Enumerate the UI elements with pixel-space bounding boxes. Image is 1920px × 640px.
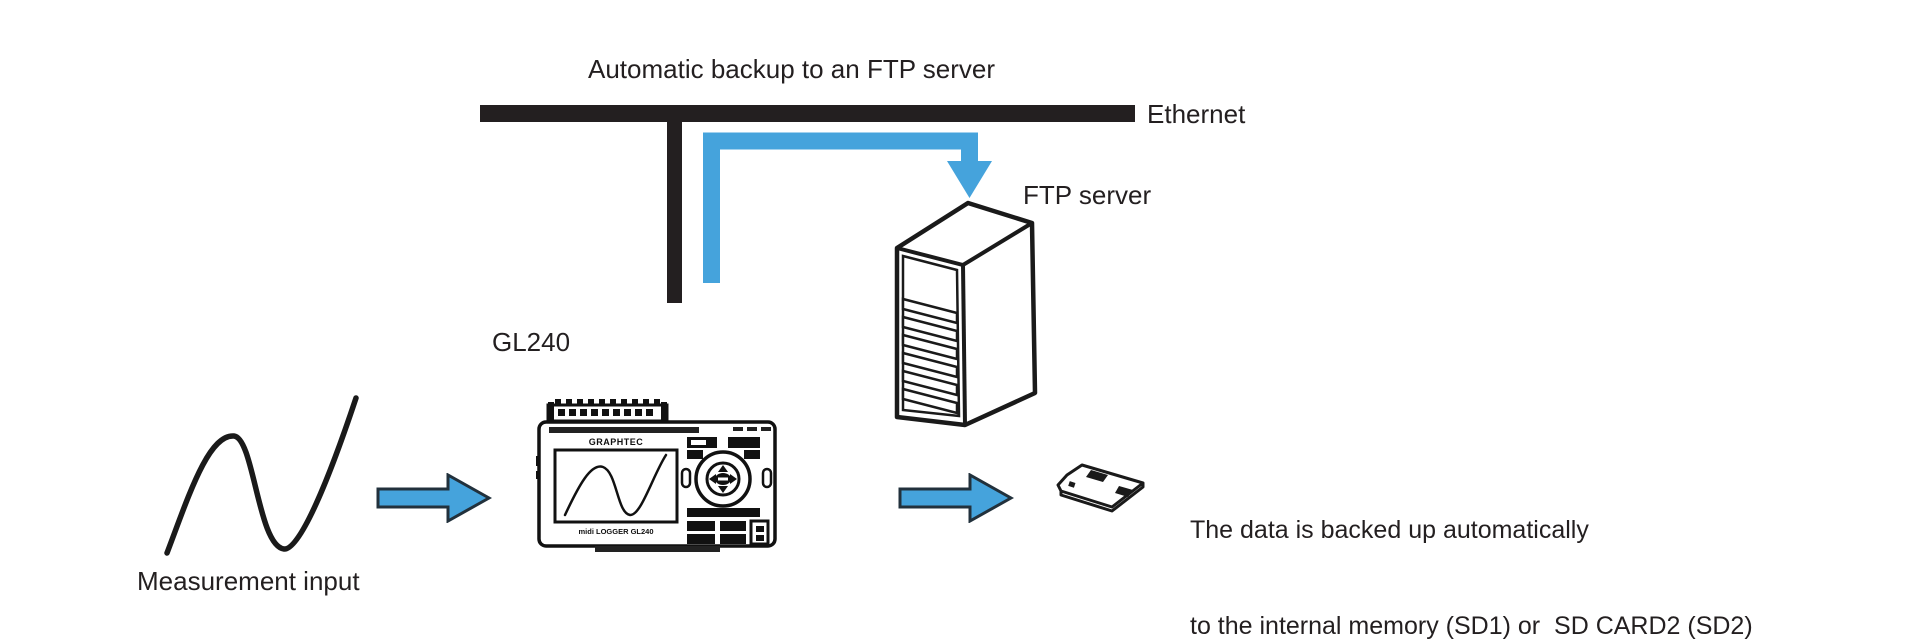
gl240-device-icon: GRAPHTEC midi LOGGER GL240: [535, 393, 779, 558]
terminal-end-left: [548, 402, 554, 422]
arrow-right-icon: [376, 473, 492, 523]
device-terminal-screws: [558, 409, 653, 416]
ftp-server-icon: [880, 196, 1045, 436]
device-side-tab-1: [536, 456, 540, 466]
flow-arrow-device-to-storage: [898, 473, 1014, 523]
backup-elbow-arrow-svg: [703, 132, 992, 283]
measurement-waveform-svg: [164, 395, 359, 556]
arrow-right-icon-2: [898, 473, 1014, 523]
device-top-mark-2: [747, 427, 757, 431]
ftp-server-label: FTP server: [1023, 180, 1152, 210]
terminal-end-right: [661, 402, 667, 422]
diagram-title: Automatic backup to an FTP server: [588, 54, 996, 84]
elbow-path: [703, 132, 978, 283]
device-waveform: [563, 453, 668, 517]
backup-elbow-arrow: [693, 123, 1003, 288]
measurement-waveform-path: [164, 395, 359, 556]
device-top-mark-1: [733, 427, 743, 431]
sd-card-svg: [1056, 463, 1145, 513]
arrow-right-shape: [376, 473, 492, 523]
ethernet-label: Ethernet: [1147, 99, 1246, 129]
note-line-2: to the internal memory (SD1) or SD CARD2…: [1190, 612, 1753, 640]
server-front-edge: [961, 264, 967, 426]
server-drive-bays: [901, 297, 959, 415]
ftp-server-svg: [894, 200, 1038, 428]
flow-arrow-input-to-device: [376, 473, 492, 523]
ethernet-bus-bar: [480, 105, 1135, 122]
device-keypad: [680, 437, 773, 546]
device-side-tab-2: [536, 471, 540, 479]
backup-note: The data is backed up automatically to t…: [1190, 450, 1753, 640]
gl240-label: GL240: [492, 327, 571, 357]
arrow-right-shape-2: [898, 473, 1014, 523]
sd-card-thickness: [1059, 483, 1145, 513]
device-bottom-rail: [595, 546, 720, 552]
sd-card-notch-mark: [1068, 481, 1076, 488]
device-terminal-teeth: [555, 399, 660, 407]
gl240-device-svg: GRAPHTEC midi LOGGER GL240: [536, 399, 777, 552]
sd-card-icon: [1053, 458, 1153, 514]
sd-card-label-block-1: [1086, 470, 1108, 482]
device-top-strip: [549, 427, 699, 433]
device-caption-text: midi LOGGER GL240: [578, 527, 653, 536]
measurement-input-label: Measurement input: [137, 566, 360, 596]
ethernet-drop-bar: [667, 120, 682, 303]
device-brand-text: GRAPHTEC: [589, 437, 644, 447]
device-top-mark-3: [761, 427, 771, 431]
measurement-waveform-icon: [150, 390, 365, 565]
note-line-1: The data is backed up automatically: [1190, 516, 1589, 544]
sd-card-label-block-2: [1115, 486, 1133, 497]
elbow-arrowhead-icon: [947, 161, 992, 198]
